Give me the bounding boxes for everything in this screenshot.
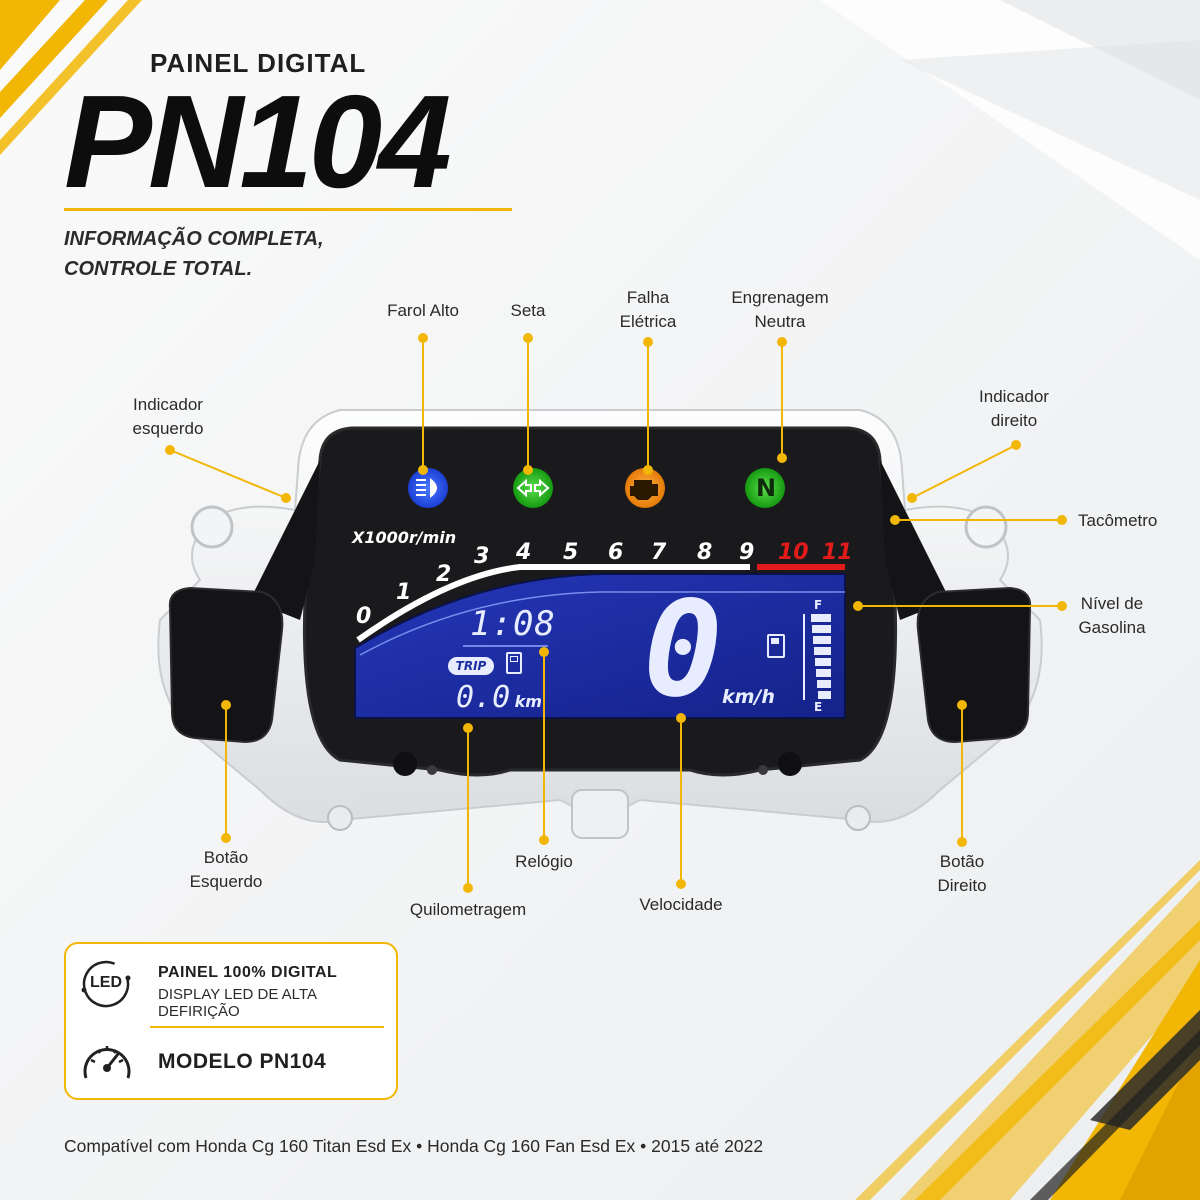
callout-right-button-line-1: Botão [939,852,985,871]
led-badge-text: LED [90,974,122,991]
info-box: LED PAINEL 100% DIGITAL DISPLAY LED DE A… [64,942,398,1100]
fuel-pump-icon [767,634,785,658]
info-divider [150,1026,384,1028]
callout-fuel-line-1: Nível de [1080,594,1144,613]
header-subtitle: PAINEL DIGITAL [150,48,367,78]
callout-turn-signal: Seta [511,299,546,323]
led-icon [81,960,131,1008]
callout-right-indicator-line-2: direito [990,411,1038,430]
rpm-tick-1: 1 [396,580,412,605]
turn-lamp [513,468,553,508]
fuel-bar-segment [818,691,831,699]
callout-odometer-text: Quilometragem [409,900,527,919]
odometer-readout: 0.0 km [456,680,542,715]
callout-fuel-level: Nível de Gasolina [1078,592,1145,640]
fuel-bar-frame [803,614,807,700]
fuel-full-mark: F [814,598,823,612]
callout-neutral-line-1: Engrenagem [731,288,829,307]
callout-tachometer: Tacômetro [1078,509,1157,533]
rpm-tick-7: 7 [651,540,667,565]
callout-turn-signal-text: Seta [510,301,546,320]
fuel-bar-segment [817,680,831,688]
callout-right-button: Botão Direito [937,850,986,898]
info-model: MODELO PN104 [158,1050,327,1073]
odometer-value: 0.0 [456,680,511,715]
callout-right-button-line-2: Direito [937,876,987,895]
neutral-symbol: N [755,474,777,502]
fault-lamp [625,468,665,508]
engine-fault-icon [630,480,658,500]
mount-hole-right [964,505,1008,549]
rpm-tick-4: 4 [516,540,532,565]
rpm-tick-3: 3 [474,544,490,569]
callout-left-button-line-2: Esquerdo [189,872,263,891]
tagline: INFORMAÇÃO COMPLETA, CONTROLE TOTAL. [64,224,324,284]
fuel-bar-segment [815,658,831,666]
callout-fuel-line-2: Gasolina [1078,618,1146,637]
trip-badge: TRIP [448,657,494,675]
turn-signal-icon [516,478,550,498]
black-bezel [302,426,898,777]
callout-tachometer-text: Tacômetro [1078,511,1158,530]
callout-neutral-gear: Engrenagem Neutra [731,286,828,334]
callout-high-beam: Farol Alto [387,299,459,323]
fuel-level-bars [803,614,837,702]
odometer-unit: km [514,692,542,711]
clear-housing [157,409,1043,823]
callout-fault-line-1: Falha [626,288,670,307]
left-button-shape [168,586,284,744]
rpm-label: X1000r/min [352,528,457,547]
rpm-tick-8: 8 [697,540,713,565]
callout-left-button: Botão Esquerdo [190,846,263,894]
callout-left-indicator-line-1: Indicador [133,395,203,414]
callout-fault-line-2: Elétrica [619,312,677,331]
callout-speed: Velocidade [639,893,722,917]
rpm-tick-0: 0 [356,604,372,629]
callout-speed-text: Velocidade [639,895,723,914]
mount-hole-left [190,505,234,549]
callout-left-indicator: Indicador esquerdo [133,393,204,441]
callout-clock: Relógio [515,850,573,874]
high-beam-lamp [408,468,448,508]
rpm-tick-5: 5 [563,540,579,565]
callout-clock-text: Relógio [515,852,573,871]
rpm-tick-11: 11 [822,540,853,565]
clock-readout: 1:08 [470,604,556,644]
rpm-tick-10: 10 [778,540,809,565]
info-digital-title: PAINEL 100% DIGITAL [158,964,338,981]
fuel-pump-small-icon [506,652,522,674]
tagline-line-1: INFORMAÇÃO COMPLETA, [64,228,324,250]
tagline-line-2: CONTROLE TOTAL. [64,258,253,280]
rpm-tick-9: 9 [739,540,755,565]
speed-unit: km/h [722,686,775,708]
product-title: PN104 [64,68,452,215]
fuel-bar-segment [816,669,831,677]
rpm-tick-2: 2 [436,562,452,587]
fuel-bar-segment [813,636,831,644]
speed-readout: 0 [643,573,723,727]
callout-electrical-fault: Falha Elétrica [620,286,677,334]
fuel-empty-mark: E [814,700,823,714]
info-digital-desc: DISPLAY LED DE ALTA DEFIRIÇÃO [158,986,317,1020]
fuel-bar-segment [812,625,831,633]
fuel-bar-segment [811,614,831,622]
callout-odometer: Quilometragem [410,898,526,922]
right-button-shape [916,586,1032,744]
callout-right-indicator-line-1: Indicador [979,387,1049,406]
speedometer-icon [83,1046,131,1079]
callout-neutral-line-2: Neutra [754,312,806,331]
callout-high-beam-text: Farol Alto [387,301,459,320]
callout-left-indicator-line-2: esquerdo [132,419,204,438]
rpm-tick-6: 6 [608,540,624,565]
callout-left-button-line-1: Botão [203,848,249,867]
fuel-bar-segment [814,647,831,655]
compatibility-footer: Compatível com Honda Cg 160 Titan Esd Ex… [64,1136,764,1156]
callout-right-indicator: Indicador direito [979,385,1049,433]
high-beam-icon [416,478,437,498]
header-divider [64,208,512,211]
